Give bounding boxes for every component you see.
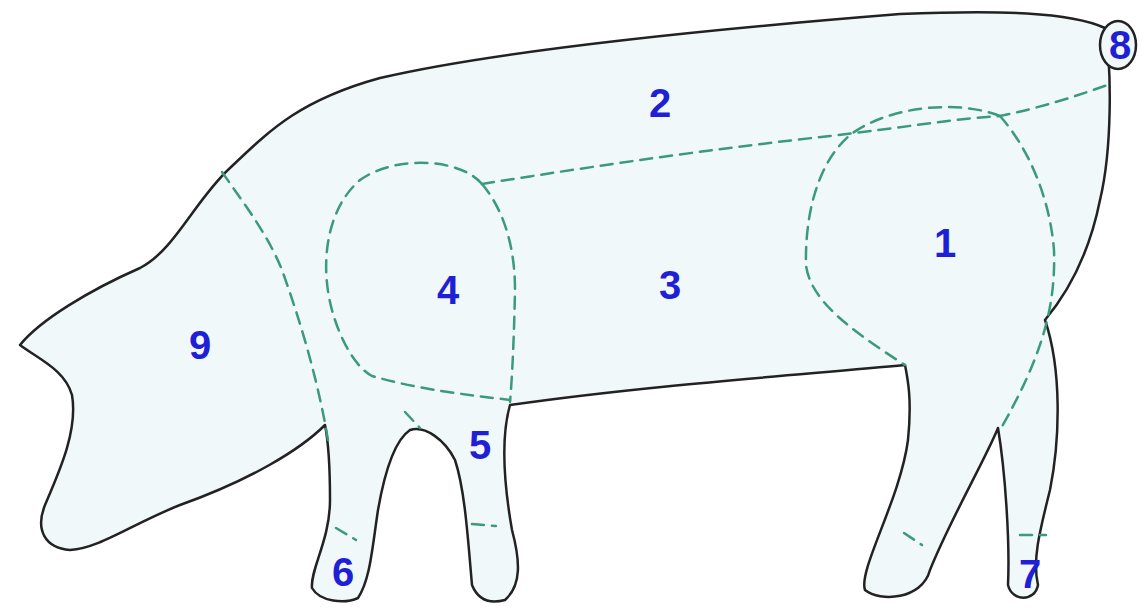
callout-number: 3: [659, 265, 681, 305]
cut-line: [482, 184, 515, 402]
callout-number: 7: [1019, 554, 1041, 594]
cut-line: [806, 107, 1000, 365]
callout-number: 2: [649, 83, 671, 123]
callout-number: 4: [437, 270, 459, 310]
pig-tail: [1100, 21, 1136, 69]
pig-outline: [20, 12, 1110, 601]
cut-line: [472, 524, 496, 526]
cut-line: [1000, 116, 1054, 430]
cut-line: [482, 84, 1110, 184]
callout-number: 9: [189, 325, 211, 365]
cut-line: [1020, 534, 1046, 537]
cut-line: [336, 528, 356, 540]
cut-line: [904, 533, 922, 545]
cut-line: [326, 163, 510, 400]
callout-number: 5: [469, 425, 491, 465]
callout-number: 1: [934, 223, 956, 263]
cut-line: [405, 412, 420, 428]
cut-line: [222, 172, 328, 440]
callout-number: 8: [1109, 25, 1131, 65]
callout-number: 6: [332, 552, 354, 592]
